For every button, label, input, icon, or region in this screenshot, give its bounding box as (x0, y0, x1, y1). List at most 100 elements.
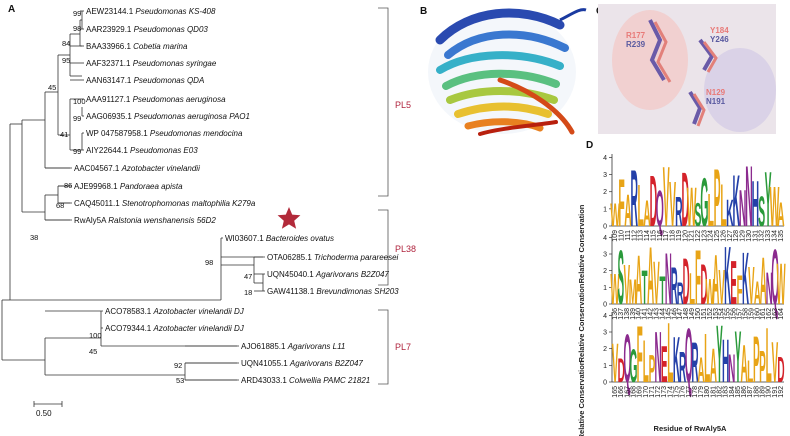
logo-residue-letter: S (618, 234, 624, 321)
logo-residue-number: 112 (631, 230, 638, 241)
logo-residue-number: 129 (740, 230, 747, 242)
leaf-accession: ACO78583.1 (105, 307, 153, 316)
family-label-pl38: PL38 (395, 244, 416, 254)
leaf-accession: AAG06935.1 (86, 112, 134, 121)
leaf-species: Agarivorans B2Z047 (315, 270, 389, 279)
logo-residue-number: 180 (704, 386, 711, 398)
leaf-accession: AAA91127.1 (86, 95, 133, 104)
logo-residue-number: 121 (689, 230, 696, 242)
tree-leaf-label: ARD43033.1 Colwellia PAMC 21821 (241, 376, 370, 385)
logo-y-tick-label: 3 (603, 330, 607, 337)
leaf-species: Ralstonia wenshanensis 56D2 (108, 216, 216, 225)
bootstrap-value: 100 (73, 97, 86, 106)
logo-residue-number: 165 (612, 386, 619, 398)
residue-label-r177: R177 (626, 31, 646, 40)
logo-y-tick-label: 3 (603, 252, 607, 259)
tree-leaf-label: WI03607.1 Bacteroides ovatus (225, 234, 334, 243)
residue-label-y184: Y184 (710, 26, 729, 35)
logo-residue-letter: Q (685, 312, 693, 399)
logo-residue-number: 132 (759, 230, 766, 242)
bootstrap-value: 68 (56, 201, 64, 210)
logo-residue-number: 143 (653, 308, 660, 320)
logo-residue-number: 173 (661, 386, 668, 398)
logo-y-tick-label: 1 (603, 285, 607, 292)
logo-residue-letter: Y (735, 316, 742, 399)
logo-residue-letter: G (700, 166, 708, 242)
logo-residue-letter: T (659, 270, 665, 314)
tree-leaf-label: AAR23929.1 Pseudomonas QD03 (86, 25, 208, 34)
bootstrap-value: 18 (244, 288, 252, 297)
logo-residue-letter: L (689, 264, 695, 314)
logo-residue-letter: V (719, 260, 726, 316)
logo-residue-number: 115 (650, 230, 657, 241)
bootstrap-value: 98 (73, 24, 81, 33)
tree-leaf-label: AAC04567.1 Azotobacter vinelandii (74, 164, 200, 173)
logo-residue-letter: K (724, 231, 731, 322)
residue-label-y246: Y246 (710, 35, 729, 44)
logo-residue-number: 148 (683, 308, 690, 320)
logo-y-tick-label: 2 (603, 346, 607, 353)
logo-residue-number: 118 (670, 230, 677, 241)
logo-residue-letter: K (673, 323, 680, 396)
logo-residue-number: 184 (729, 386, 736, 398)
leaf-species: Cobetia marina (133, 42, 188, 51)
logo-residue-letter: A (740, 336, 747, 394)
leaf-species: Pseudomonas aeruginosa PAO1 (134, 112, 250, 121)
logo-residue-number: 156 (731, 308, 738, 320)
logo-residue-number: 163 (772, 308, 779, 320)
leaf-accession: UQN45040.1 (267, 270, 316, 279)
bootstrap-value: 45 (48, 83, 56, 92)
logo-residue-number: 116 (657, 230, 664, 241)
logo-residue-number: 190 (766, 386, 773, 398)
bootstrap-value: 95 (62, 56, 70, 65)
leaf-accession: AAR23929.1 (86, 25, 134, 34)
logo-residue-letter: W (610, 264, 619, 314)
tree-leaf-label: ACO78583.1 Azotobacter vinelandii DJ (105, 307, 245, 316)
logo-residue-number: 127 (727, 230, 734, 242)
tree-leaf-label: UQN45040.1 Agarivorans B2Z047 (267, 270, 389, 279)
logo-residue-number: 157 (737, 308, 744, 320)
logo-residue-letter: N (665, 238, 672, 321)
logo-residue-letter: P (759, 342, 766, 392)
bootstrap-value: 92 (174, 361, 182, 370)
logo-residue-letter: V (663, 149, 670, 244)
scale-bar (33, 401, 63, 407)
logo-residue-letter: V (624, 252, 630, 316)
logo-y-tick-label: 0 (603, 224, 607, 231)
bootstrap-value: 99 (73, 147, 81, 156)
tree-leaf-label: RwAly5A Ralstonia wenshanensis 56D2 (74, 216, 216, 225)
logo-residue-number: 111 (625, 230, 632, 241)
leaf-species: Bacteroides ovatus (266, 234, 334, 243)
leaf-accession: WI03607.1 (225, 234, 266, 243)
star-marker-icon (277, 207, 301, 229)
logo-ylabel-row3: Relative Conservation (577, 360, 586, 436)
logo-residue-number: 182 (717, 386, 724, 398)
logo-residue-number: 117 (663, 230, 670, 241)
logo-residue-number: 131 (752, 230, 759, 242)
family-label-pl7: PL7 (395, 342, 411, 352)
logo-residue-number: 164 (778, 308, 785, 320)
logo-xlabel: Residue of RwAly5A (654, 424, 728, 433)
bootstrap-value: 98 (205, 258, 213, 267)
logo-residue-letter: Q (623, 322, 631, 398)
logo-residue-letter: A (710, 339, 717, 393)
logo-residue-number: 109 (612, 230, 619, 242)
logo-residue-letter: A (647, 231, 654, 322)
leaf-accession: BAA33966.1 (86, 42, 133, 51)
logo-residue-number: 147 (677, 308, 684, 320)
logo-residue-letter: D (650, 160, 657, 241)
leaf-species: Azotobacter vinelandii DJ (152, 324, 244, 333)
logo-residue-number: 142 (648, 308, 655, 320)
residue-label-n191: N191 (706, 97, 726, 106)
tree-leaf-label: WP 047587958.1 Pseudomonas mendocina (86, 129, 243, 138)
logo-residue-number: 114 (644, 230, 651, 241)
logo-residue-number: 185 (735, 386, 742, 398)
leaf-species: Stenotrophomonas maltophilia K279a (122, 199, 256, 208)
logo-residue-letter: R (631, 154, 638, 244)
phylogenetic-tree (1, 10, 265, 381)
logo-residue-letter: N (728, 348, 735, 392)
leaf-accession: AAC04567.1 (74, 164, 122, 173)
tree-leaf-labels: AEW23144.1 Pseudomonas KS-408AAR23929.1 … (74, 7, 399, 385)
logo-residue-letter: E (730, 250, 736, 318)
